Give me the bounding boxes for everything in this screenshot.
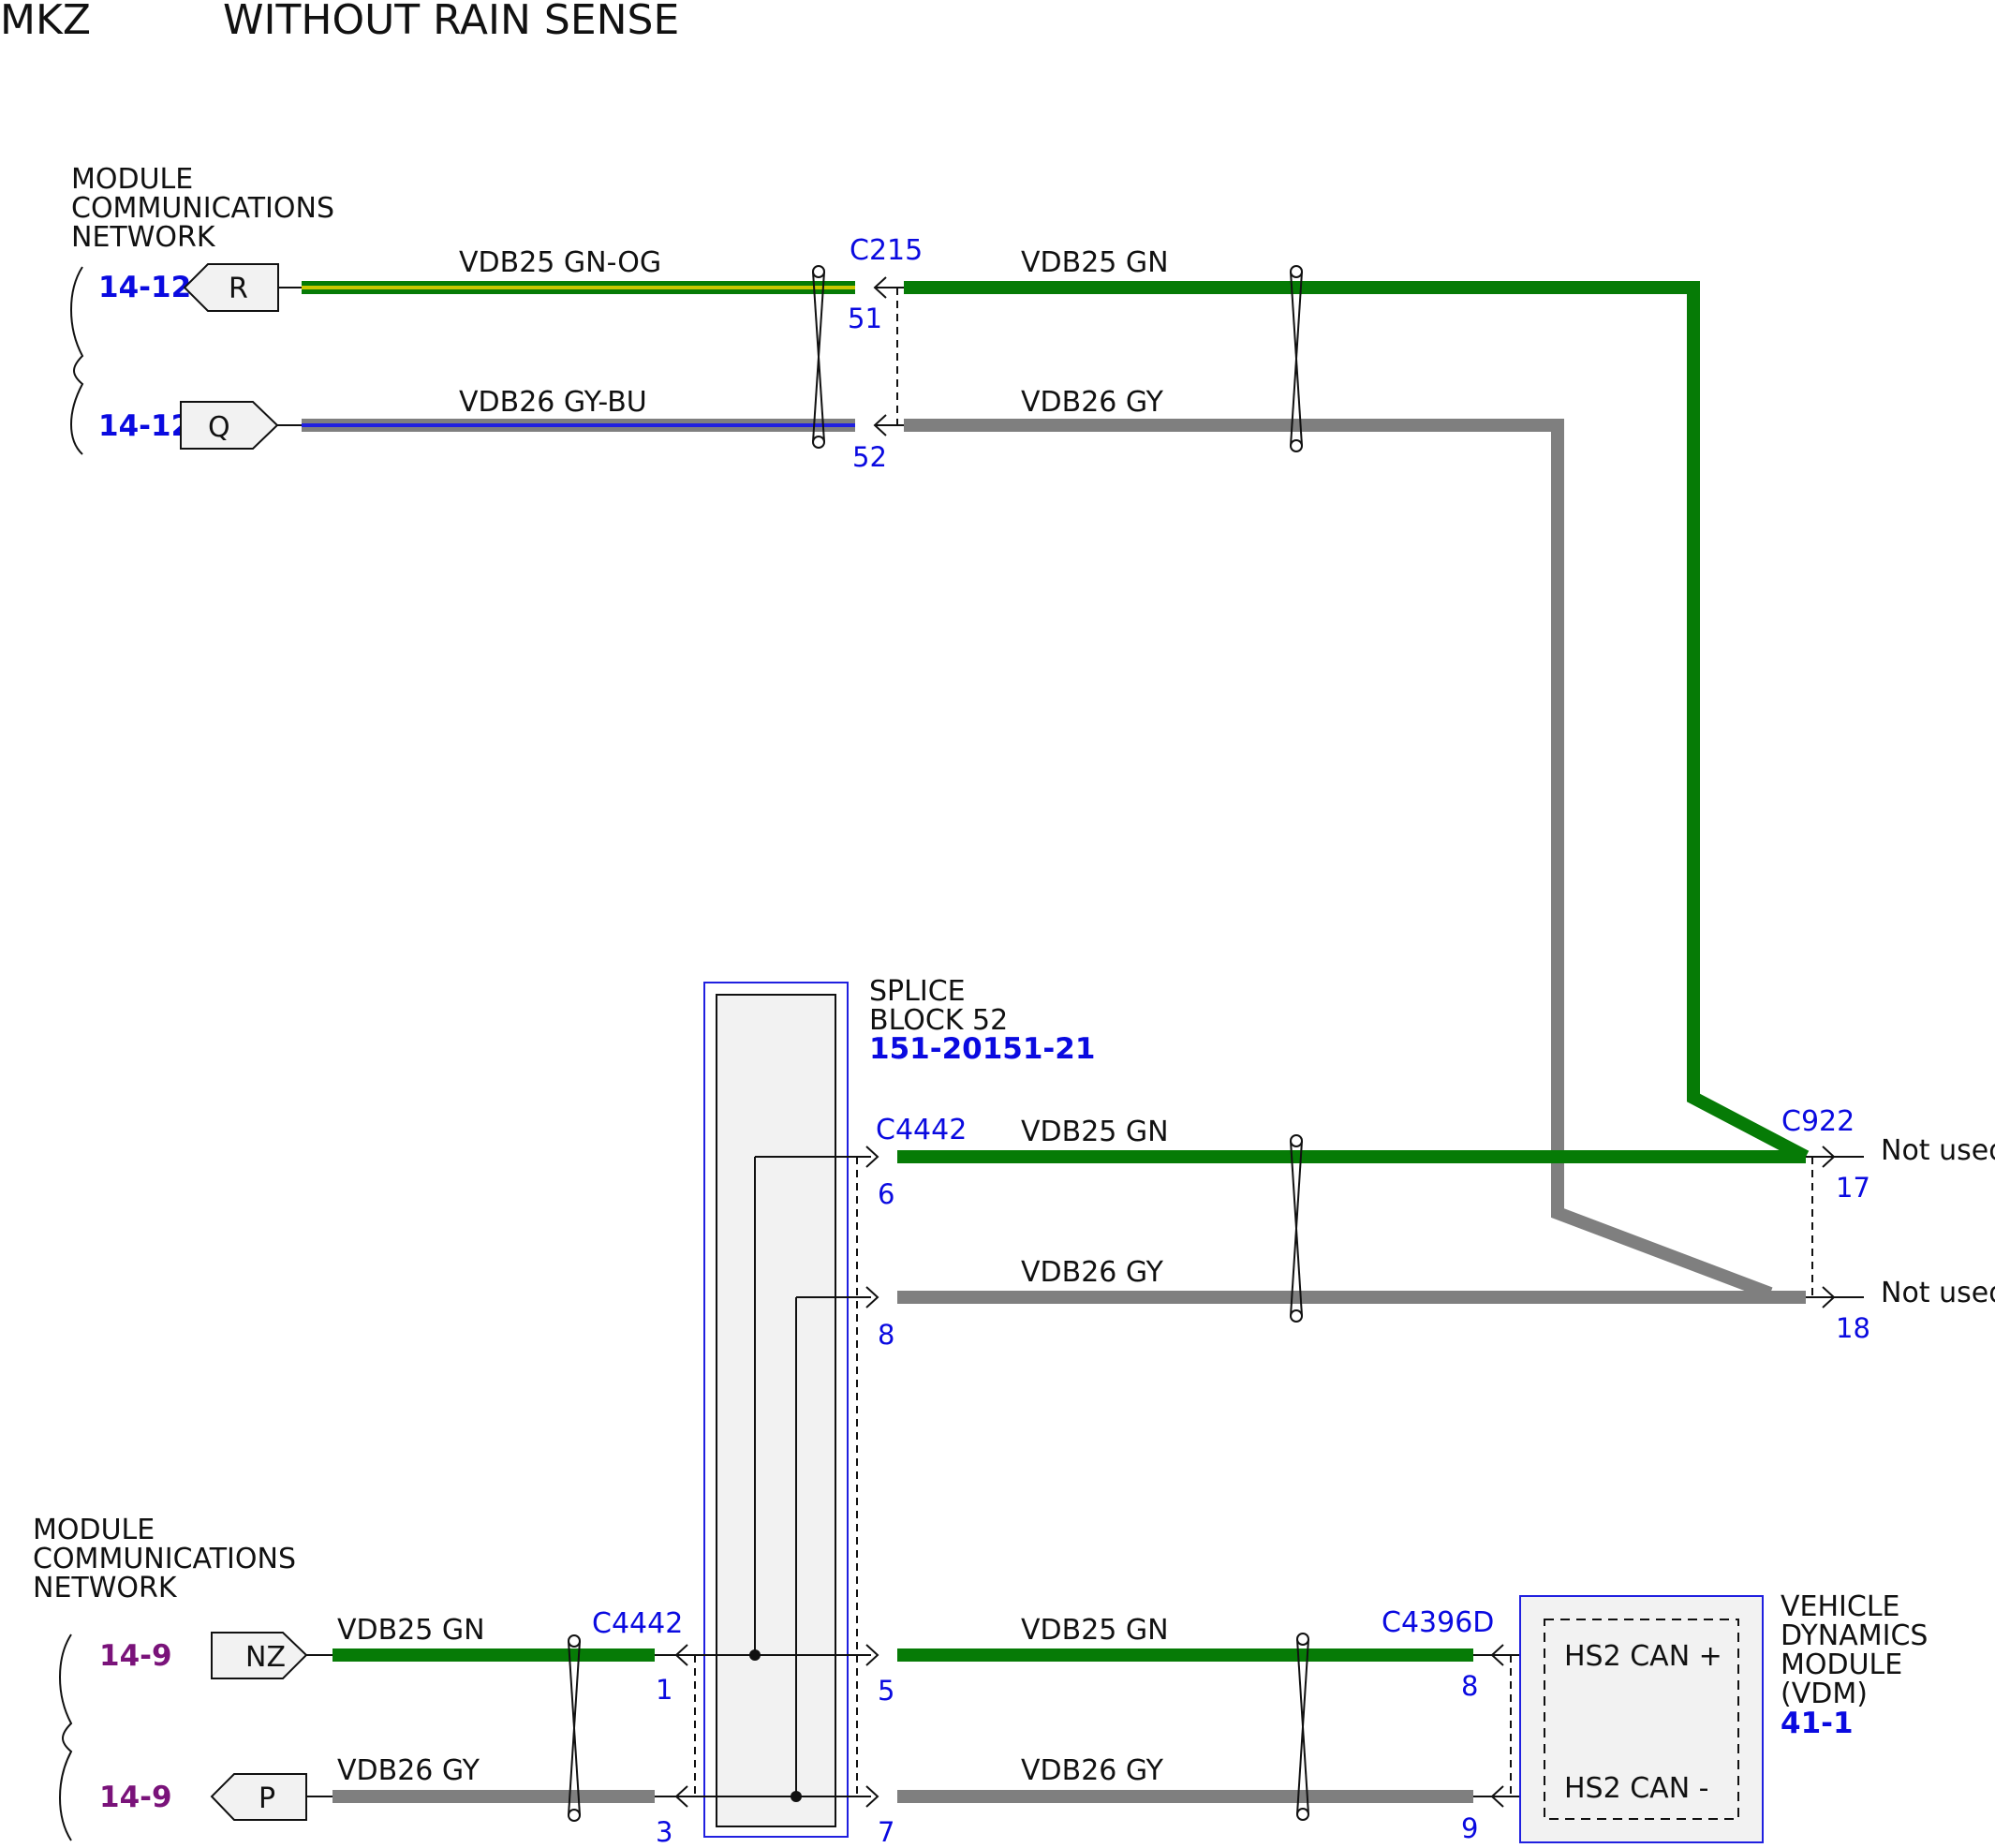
tag-p xyxy=(210,1773,307,1821)
wire-label-bottom-left-2: VDB26 GY xyxy=(337,1754,480,1787)
svg-text:8: 8 xyxy=(1461,1670,1478,1702)
tag-nz-label: NZ xyxy=(245,1641,286,1674)
wire-label-mid-2: VDB26 GY xyxy=(1021,1256,1164,1289)
wire-label-mid-1: VDB25 GN xyxy=(1021,1116,1169,1148)
svg-text:NETWORK: NETWORK xyxy=(71,221,216,254)
twisted-pair-symbol xyxy=(1296,1633,1309,1821)
wire-vdb26-gy-bottom-left[interactable] xyxy=(332,1790,655,1803)
connector-c4396d[interactable]: C4396D 8 9 xyxy=(1382,1606,1545,1844)
wire-vdb26-gy-mid[interactable] xyxy=(897,1291,1806,1304)
tag-r-label: R xyxy=(229,273,248,305)
svg-text:VEHICLE: VEHICLE xyxy=(1781,1590,1900,1623)
wire-vdb25-gn-bottom-left[interactable] xyxy=(332,1648,655,1662)
wire-label-bottom-left-1: VDB25 GN xyxy=(337,1614,485,1647)
svg-text:HS2 CAN +: HS2 CAN + xyxy=(1564,1640,1722,1673)
svg-text:6: 6 xyxy=(878,1178,894,1210)
svg-text:3: 3 xyxy=(656,1816,672,1848)
tag-q-label: Q xyxy=(208,411,230,444)
svg-text:1: 1 xyxy=(656,1674,672,1706)
svg-text:8: 8 xyxy=(878,1319,894,1351)
wire-vdb26-gy-bu[interactable] xyxy=(302,419,855,432)
wire-vdb25-gn-bottom-right[interactable] xyxy=(897,1648,1473,1662)
connector-c4442-right[interactable]: 5 7 xyxy=(865,1644,894,1848)
svg-text:C4442: C4442 xyxy=(876,1114,967,1146)
svg-text:18: 18 xyxy=(1836,1312,1870,1344)
splice-block-title: SPLICE BLOCK 52 xyxy=(869,975,1008,1037)
wire-label-top-left-1: VDB25 GN-OG xyxy=(459,246,661,279)
top-network-title: MODULE COMMUNICATIONS NETWORK xyxy=(71,163,334,254)
wire-label-top-left-2: VDB26 GY-BU xyxy=(459,386,647,419)
top-ref-1[interactable]: 14-12 xyxy=(98,271,191,304)
svg-text:MODULE: MODULE xyxy=(71,163,193,196)
svg-text:C4396D: C4396D xyxy=(1382,1606,1494,1639)
wire-vdb25-gn-og[interactable] xyxy=(302,281,855,294)
connector-c215[interactable]: C215 51 52 xyxy=(848,234,923,473)
svg-text:MODULE: MODULE xyxy=(1781,1648,1902,1681)
svg-text:HS2 CAN -: HS2 CAN - xyxy=(1564,1772,1709,1805)
svg-text:MODULE: MODULE xyxy=(33,1514,155,1546)
variant-label: WITHOUT RAIN SENSE xyxy=(223,0,679,44)
svg-text:7: 7 xyxy=(878,1816,894,1848)
svg-text:(VDM): (VDM) xyxy=(1781,1678,1868,1710)
svg-text:17: 17 xyxy=(1836,1172,1870,1204)
svg-text:51: 51 xyxy=(848,303,882,334)
connector-c922[interactable]: C922 17 18 xyxy=(1781,1105,1870,1344)
wire-vdb26-gy-bottom-right[interactable] xyxy=(897,1790,1473,1803)
svg-text:C4442: C4442 xyxy=(592,1607,683,1640)
tag-p-label: P xyxy=(259,1782,275,1815)
top-ref-2[interactable]: 14-12 xyxy=(98,409,191,443)
model-label: MKZ xyxy=(0,0,91,44)
vdm-module[interactable]: HS2 CAN + HS2 CAN - xyxy=(1519,1595,1764,1843)
svg-text:C922: C922 xyxy=(1781,1105,1855,1138)
svg-text:NETWORK: NETWORK xyxy=(33,1572,178,1604)
splice-block-52[interactable] xyxy=(669,982,871,1838)
wire-vdb26-gy-top-right[interactable] xyxy=(904,419,1773,1300)
twisted-pair-symbol xyxy=(1290,1134,1303,1323)
wire-vdb25-gn-mid[interactable] xyxy=(897,1150,1806,1163)
wire-label-top-right-1: VDB25 GN xyxy=(1021,246,1169,279)
wire-label-top-right-2: VDB26 GY xyxy=(1021,386,1164,419)
connector-c4442-top[interactable]: C4442 6 8 xyxy=(865,1114,967,1351)
svg-text:5: 5 xyxy=(878,1675,894,1707)
not-used-label-2: Not used xyxy=(1881,1277,1995,1309)
svg-text:9: 9 xyxy=(1461,1812,1478,1844)
bottom-ref-2[interactable]: 14-9 xyxy=(99,1781,172,1814)
svg-text:C215: C215 xyxy=(850,234,923,267)
not-used-label-1: Not used xyxy=(1881,1134,1995,1167)
twisted-pair-symbol xyxy=(1290,265,1303,452)
wire-vdb25-gn-top-right[interactable] xyxy=(904,281,1810,1163)
svg-text:BLOCK 52: BLOCK 52 xyxy=(869,1004,1008,1037)
tag-nz xyxy=(211,1632,308,1679)
vdm-title: VEHICLE DYNAMICS MODULE (VDM) xyxy=(1781,1590,1928,1710)
connector-c4442-left[interactable]: C4442 1 3 xyxy=(592,1607,696,1848)
bottom-network-brace xyxy=(59,1634,73,1841)
tag-r xyxy=(183,263,279,312)
wire-label-bottom-right-1: VDB25 GN xyxy=(1021,1614,1169,1647)
svg-text:COMMUNICATIONS: COMMUNICATIONS xyxy=(71,192,334,225)
top-network-brace xyxy=(70,266,84,455)
bottom-network-title: MODULE COMMUNICATIONS NETWORK xyxy=(33,1514,296,1604)
bottom-ref-1[interactable]: 14-9 xyxy=(99,1639,172,1673)
wire-label-bottom-right-2: VDB26 GY xyxy=(1021,1754,1164,1787)
twisted-pair-symbol xyxy=(812,265,825,449)
svg-text:SPLICE: SPLICE xyxy=(869,975,966,1008)
svg-text:52: 52 xyxy=(852,441,887,473)
tag-q xyxy=(180,401,279,450)
vdm-ref[interactable]: 41-1 xyxy=(1781,1707,1854,1740)
svg-text:COMMUNICATIONS: COMMUNICATIONS xyxy=(33,1543,296,1575)
svg-text:DYNAMICS: DYNAMICS xyxy=(1781,1619,1928,1652)
twisted-pair-symbol xyxy=(568,1634,581,1822)
splice-block-ref[interactable]: 151-20151-21 xyxy=(869,1032,1095,1066)
